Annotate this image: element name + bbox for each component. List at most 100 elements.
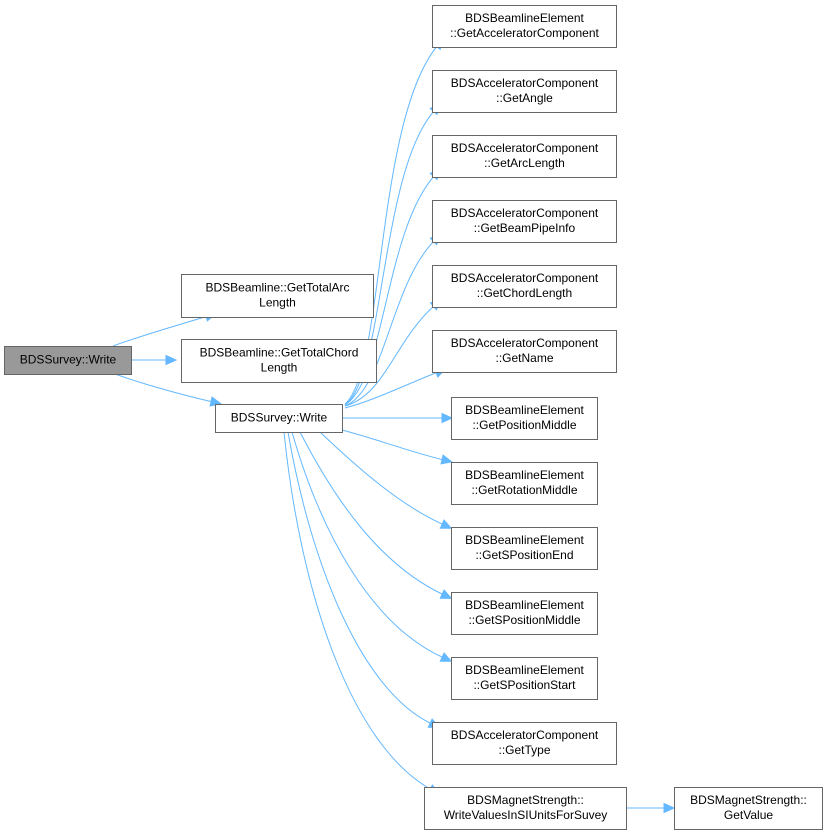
node-label-line: BDSAcceleratorComponent <box>451 76 599 90</box>
node-label-line: ::GetType <box>498 743 550 757</box>
node-get-s-position-end[interactable]: BDSBeamlineElement::GetSPositionEnd <box>451 527 598 570</box>
node-label-line: ::GetChordLength <box>477 286 572 300</box>
node-box <box>424 787 627 830</box>
edge-line <box>112 315 209 347</box>
node-get-position-middle[interactable]: BDSBeamlineElement::GetPositionMiddle <box>451 397 598 440</box>
arrowhead-icon <box>663 802 676 814</box>
node-label-line: BDSBeamline::GetTotalArc <box>205 281 349 295</box>
node-box <box>4 346 132 375</box>
node-box <box>432 200 617 243</box>
node-label-line: WriteValuesInSIUnitsForSuvey <box>444 808 608 822</box>
node-label-line: BDSMagnetStrength:: <box>690 793 807 807</box>
node-label-line: ::GetSPositionMiddle <box>468 613 580 627</box>
node-label-line: BDSSurvey::Write <box>20 353 117 367</box>
node-box <box>432 70 617 113</box>
arrowhead-icon <box>439 589 453 599</box>
node-box <box>451 527 598 570</box>
node-label-line: BDSAcceleratorComponent <box>451 271 599 285</box>
node-label-line: ::GetPositionMiddle <box>472 418 576 432</box>
edge-write2-to-get_s_position_middle <box>299 431 453 599</box>
edge-root-to-total_chord <box>131 354 178 366</box>
node-box <box>674 787 823 830</box>
edge-line <box>291 431 445 659</box>
node-get-beam-pipe-info[interactable]: BDSAcceleratorComponent::GetBeamPipeInfo <box>432 200 617 243</box>
edge-line <box>344 371 439 409</box>
node-get-angle[interactable]: BDSAcceleratorComponent::GetAngle <box>432 70 617 113</box>
edge-write2-to-get_s_position_start <box>291 431 453 662</box>
node-get-type[interactable]: BDSAcceleratorComponent::GetType <box>432 722 617 765</box>
arrowhead-icon <box>441 412 454 424</box>
node-label-line: ::GetAngle <box>496 91 553 105</box>
edge-line <box>114 373 214 403</box>
node-label-line: ::GetBeamPipeInfo <box>474 221 576 235</box>
node-label-line: BDSAcceleratorComponent <box>451 336 599 350</box>
node-label-line: BDSAcceleratorComponent <box>451 141 599 155</box>
node-box <box>432 265 617 308</box>
node-get-s-position-start[interactable]: BDSBeamlineElement::GetSPositionStart <box>451 657 598 700</box>
node-label-line: BDSBeamlineElement <box>465 11 584 25</box>
node-label-line: BDSBeamlineElement <box>465 403 584 417</box>
node-label-line: BDSAcceleratorComponent <box>451 728 599 742</box>
edge-write2-to-write_values <box>283 431 441 795</box>
node-label-line: ::GetSPositionEnd <box>475 548 573 562</box>
node-label-line: GetValue <box>724 808 773 822</box>
node-label-line: BDSBeamlineElement <box>465 598 584 612</box>
node-label-line: ::GetName <box>495 351 553 365</box>
node-box <box>432 330 617 373</box>
node-write2[interactable]: BDSSurvey::Write <box>215 404 343 433</box>
edge-write_values-to-get_value <box>625 802 676 814</box>
node-label-line: BDSBeamlineElement <box>465 468 584 482</box>
edge-line <box>344 239 436 407</box>
node-box <box>181 339 377 383</box>
node-box <box>181 274 374 318</box>
edge-line <box>287 431 433 725</box>
edge-line <box>299 431 445 596</box>
edge-write2-to-get_rotation_middle <box>341 429 453 465</box>
node-box <box>215 404 343 433</box>
node-box <box>451 592 598 635</box>
arrowhead-icon <box>439 652 453 662</box>
node-get-s-position-middle[interactable]: BDSBeamlineElement::GetSPositionMiddle <box>451 592 598 635</box>
edge-line <box>344 174 436 406</box>
node-label-line: ::GetSPositionStart <box>473 678 576 692</box>
node-get-name[interactable]: BDSAcceleratorComponent::GetName <box>432 330 617 373</box>
edge-line <box>283 431 433 791</box>
node-label-line: BDSAcceleratorComponent <box>451 206 599 220</box>
edge-line <box>344 304 436 407</box>
node-label-line: BDSBeamline::GetTotalChord <box>200 346 359 360</box>
node-label-line: BDSSurvey::Write <box>231 411 328 425</box>
node-get-rotation-middle[interactable]: BDSBeamlineElement::GetRotationMiddle <box>451 462 598 505</box>
arrowhead-icon <box>440 454 453 465</box>
node-label-line: ::GetArcLength <box>484 156 565 170</box>
node-get-value[interactable]: BDSMagnetStrength::GetValue <box>674 787 823 830</box>
node-box <box>432 5 617 48</box>
arrowhead-icon <box>165 354 178 366</box>
node-box <box>432 135 617 178</box>
node-box <box>432 722 617 765</box>
node-label-line: ::GetRotationMiddle <box>471 483 577 497</box>
node-get-chord-length[interactable]: BDSAcceleratorComponent::GetChordLength <box>432 265 617 308</box>
edge-write2-to-get_position_middle <box>342 412 454 424</box>
arrowhead-icon <box>439 519 453 529</box>
node-label-line: BDSBeamlineElement <box>465 533 584 547</box>
edge-line <box>319 431 445 526</box>
node-box <box>451 657 598 700</box>
node-label-line: Length <box>261 361 298 375</box>
node-label-line: BDSBeamlineElement <box>465 663 584 677</box>
node-get-arc-length[interactable]: BDSAcceleratorComponent::GetArcLength <box>432 135 617 178</box>
edge-write2-to-get_s_position_end <box>319 431 453 529</box>
node-label-line: BDSMagnetStrength:: <box>467 793 584 807</box>
node-root[interactable]: BDSSurvey::Write <box>4 346 132 375</box>
edge-line <box>341 429 445 461</box>
nodes-layer: BDSSurvey::Write BDSBeamline::GetTotalArc… <box>4 5 823 830</box>
node-write-values[interactable]: BDSMagnetStrength::WriteValuesInSIUnitsF… <box>424 787 627 830</box>
node-get-acc-comp[interactable]: BDSBeamlineElement::GetAcceleratorCompon… <box>432 5 617 48</box>
node-label-line: Length <box>259 296 296 310</box>
node-box <box>451 397 598 440</box>
node-box <box>451 462 598 505</box>
edge-line <box>344 109 436 406</box>
node-label-line: ::GetAcceleratorComponent <box>450 26 599 40</box>
